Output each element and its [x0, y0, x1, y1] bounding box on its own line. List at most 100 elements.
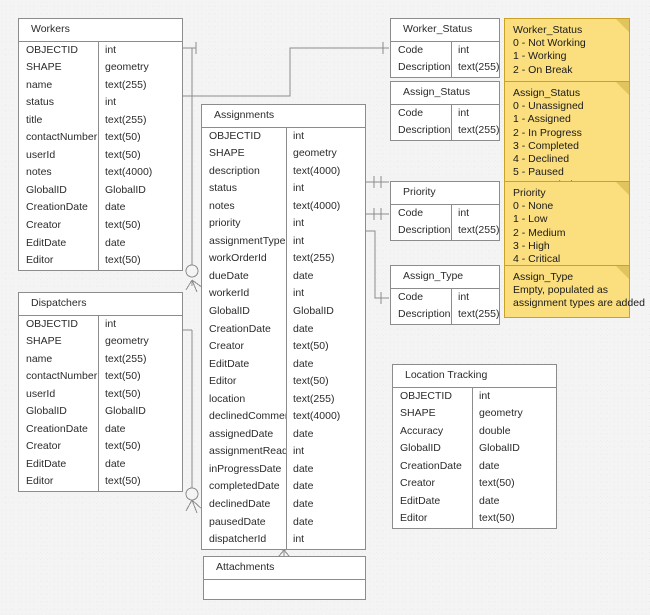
- note-line: 4 - Critical: [513, 253, 561, 266]
- field-type: GlobalID: [105, 405, 146, 418]
- entity-attachments[interactable]: Attachments: [203, 556, 366, 600]
- field-type: text(50): [105, 475, 141, 488]
- field-type: text(255): [293, 392, 335, 405]
- field-type: double: [479, 424, 511, 437]
- field-name: OBJECTID: [202, 127, 287, 146]
- field-row: priority int: [202, 215, 365, 233]
- field-name: declinedDate: [202, 496, 287, 514]
- field-type: int: [293, 217, 305, 230]
- field-name: priority: [202, 215, 287, 233]
- field-name: Editor: [202, 373, 287, 391]
- entity-title: Assignments: [202, 105, 365, 128]
- field-row: status int: [202, 180, 365, 198]
- note-line: 3 - Completed: [513, 139, 579, 152]
- field-name: Description: [391, 59, 452, 77]
- field-type: text(50): [479, 512, 515, 525]
- field-type: int: [479, 389, 491, 402]
- field-name: CreationDate: [202, 320, 287, 339]
- note-title: Worker_Status: [513, 24, 583, 36]
- note-line: 2 - In Progress: [513, 126, 582, 139]
- field-type: text(255): [293, 252, 335, 265]
- field-type: text(50): [105, 254, 141, 267]
- field-type: int: [458, 206, 470, 219]
- note-line: 3 - High: [513, 239, 550, 252]
- field-type: int: [293, 445, 305, 458]
- field-name: status: [202, 180, 287, 198]
- field-type: int: [293, 287, 305, 300]
- note-title: Assign_Status: [513, 87, 581, 99]
- field-type: text(50): [105, 387, 141, 400]
- field-type: text(255): [458, 124, 499, 137]
- field-row: GlobalID GlobalID: [393, 440, 556, 458]
- field-type: int: [293, 182, 305, 195]
- entity-title: Assign_Type: [391, 266, 499, 289]
- field-name: Creator: [202, 338, 287, 356]
- field-name: Code: [391, 204, 452, 223]
- edge-workers-status-worker-status: [183, 47, 389, 97]
- field-name: Creator: [19, 438, 99, 456]
- field-name: Description: [391, 122, 452, 140]
- field-name: Creator: [19, 217, 99, 235]
- field-type: date: [293, 357, 314, 370]
- field-name: notes: [19, 164, 99, 182]
- field-name: GlobalID: [393, 440, 473, 458]
- field-type: GlobalID: [479, 442, 520, 455]
- field-type: geometry: [105, 335, 149, 348]
- field-type: text(4000): [105, 166, 153, 179]
- note-title: Assign_Type: [513, 271, 574, 283]
- circle-zero-dispatchers: [185, 487, 199, 501]
- note-line: 5 - Paused: [513, 166, 564, 179]
- note-line: 0 - Not Working: [513, 37, 586, 50]
- field-name: inProgressDate: [202, 460, 287, 479]
- field-name: Description: [391, 222, 452, 240]
